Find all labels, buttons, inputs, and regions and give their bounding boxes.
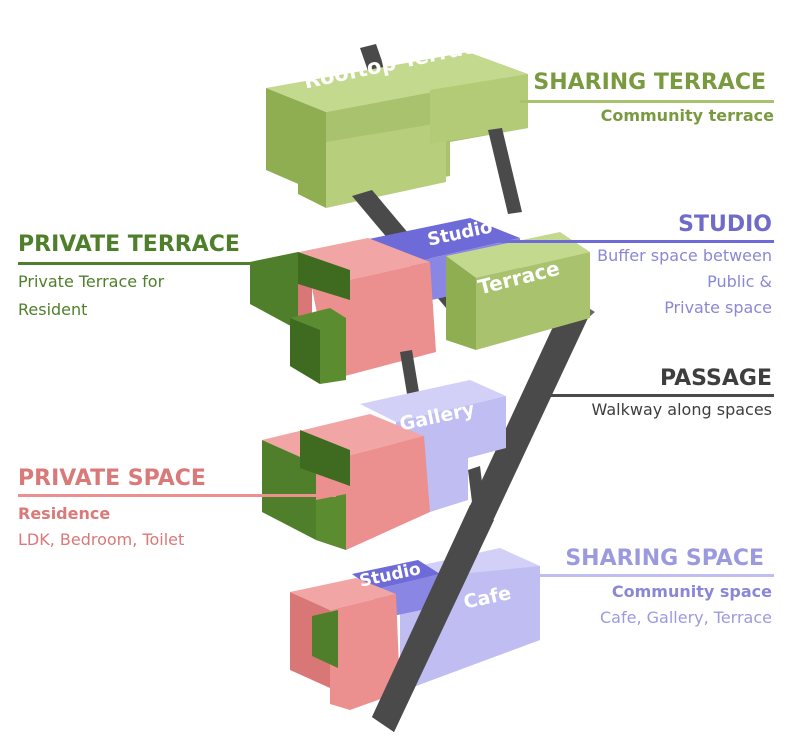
- level-3-blocks: [250, 218, 590, 384]
- sharing-space-sub: Cafe, Gallery, Terrace: [600, 608, 772, 627]
- studio-line-3: Private space: [664, 298, 772, 317]
- sharing-space-title: SHARING SPACE: [565, 546, 764, 571]
- private-terrace-line-1: Private Terrace for: [18, 272, 165, 291]
- studio-rule: [500, 240, 774, 243]
- passage-front-beam: [372, 505, 494, 732]
- sharing-terrace-sub: Community terrace: [600, 106, 774, 125]
- private-space-rule: [18, 494, 336, 497]
- private-space-title: PRIVATE SPACE: [18, 466, 206, 491]
- sharing-space-rule: [500, 574, 774, 577]
- passage-rule: [548, 394, 774, 397]
- sharing-terrace-rule: [520, 100, 774, 103]
- private-terrace-rule: [18, 262, 284, 265]
- passage-sub: Walkway along spaces: [591, 400, 772, 419]
- rooftop-terrace-block: [266, 44, 528, 208]
- passage-title: PASSAGE: [660, 366, 772, 391]
- private-space-sub: LDK, Bedroom, Toilet: [18, 530, 185, 549]
- sharing-space-sub-bold: Community space: [611, 582, 772, 601]
- studio-line-2: Public &: [707, 272, 772, 291]
- studio-line-1: Buffer space between: [597, 246, 772, 265]
- level-2-blocks: [262, 380, 506, 550]
- studio-title: STUDIO: [678, 212, 772, 237]
- passage-rod-3-2: [400, 350, 420, 400]
- private-terrace-line-2: Resident: [18, 300, 88, 319]
- private-terrace-title: PRIVATE TERRACE: [18, 232, 240, 257]
- sharing-terrace-title: SHARING TERRACE: [533, 70, 766, 95]
- private-space-sub-bold: Residence: [18, 504, 111, 523]
